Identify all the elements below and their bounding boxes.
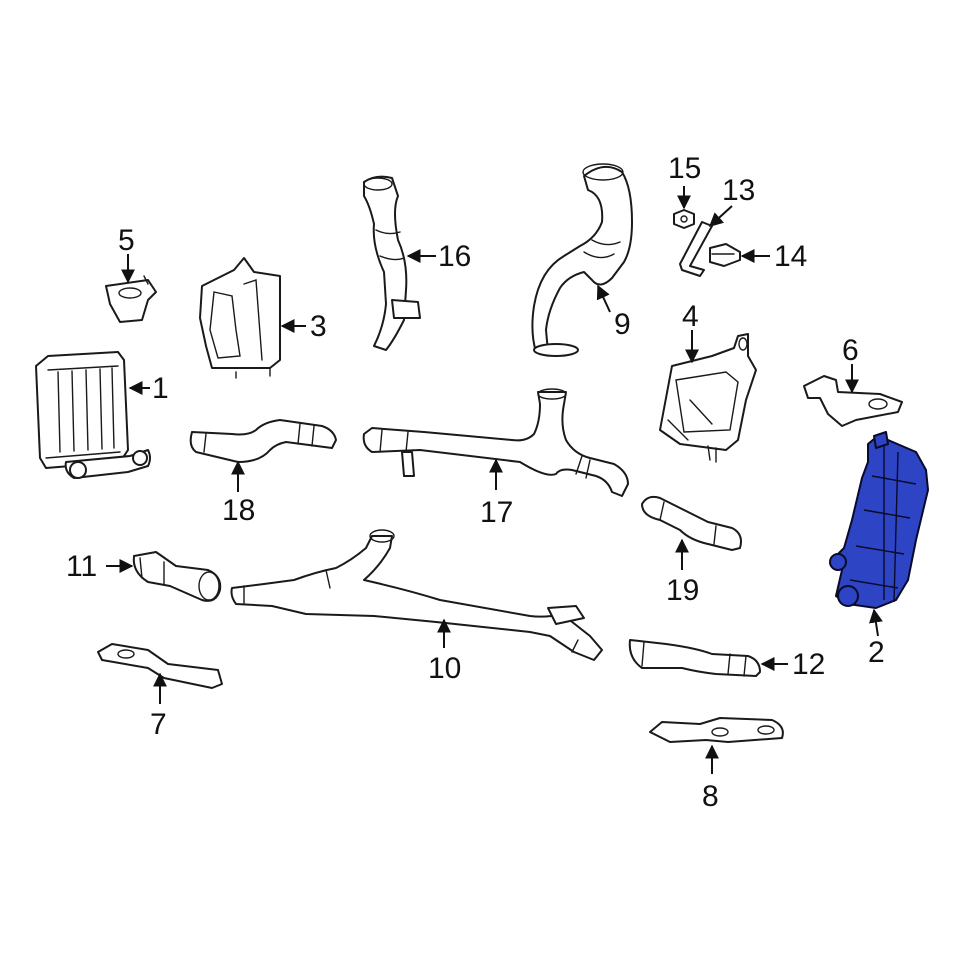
callout-label-16[interactable]: 16 bbox=[438, 240, 471, 273]
callout-labels: 1 2 3 4 5 6 7 8 9 10 11 12 13 14 15 16 1… bbox=[66, 152, 885, 813]
intercooler-part[interactable] bbox=[829, 431, 929, 609]
callout-label-4[interactable]: 4 bbox=[682, 300, 699, 333]
lower-bracket-left-part[interactable] bbox=[97, 643, 223, 689]
inlet-hose-part[interactable] bbox=[363, 175, 421, 351]
arrow-2 bbox=[868, 608, 883, 637]
resonator-housing-part[interactable] bbox=[659, 333, 757, 463]
intake-tube-part[interactable] bbox=[531, 163, 633, 357]
callout-label-9[interactable]: 9 bbox=[614, 308, 631, 341]
callout-label-10[interactable]: 10 bbox=[428, 652, 461, 685]
callout-label-18[interactable]: 18 bbox=[222, 494, 255, 527]
support-bracket-part[interactable] bbox=[803, 375, 903, 427]
callout-label-14[interactable]: 14 bbox=[774, 240, 807, 273]
callout-label-8[interactable]: 8 bbox=[702, 780, 719, 813]
coolant-pipe-upper-part[interactable] bbox=[362, 388, 629, 497]
callout-label-13[interactable]: 13 bbox=[722, 174, 755, 207]
callout-label-1[interactable]: 1 bbox=[152, 372, 169, 405]
arrow-9 bbox=[596, 284, 611, 313]
charge-air-cooler-part[interactable] bbox=[35, 351, 151, 479]
air-duct-housing-part[interactable] bbox=[199, 257, 281, 379]
callout-label-12[interactable]: 12 bbox=[792, 648, 825, 681]
hose-right-part[interactable] bbox=[641, 495, 742, 551]
callout-label-2[interactable]: 2 bbox=[868, 636, 885, 669]
callout-label-11[interactable]: 11 bbox=[66, 550, 97, 583]
short-hose-part[interactable] bbox=[132, 551, 222, 602]
callout-label-19[interactable]: 19 bbox=[666, 574, 699, 607]
retainer-clip-part[interactable] bbox=[679, 221, 713, 277]
callout-label-15[interactable]: 15 bbox=[668, 152, 701, 185]
callout-label-17[interactable]: 17 bbox=[480, 496, 513, 529]
callout-label-6[interactable]: 6 bbox=[842, 334, 859, 367]
mount-bracket-part[interactable] bbox=[105, 275, 157, 323]
nut-part[interactable] bbox=[673, 209, 695, 229]
arrow-13 bbox=[708, 205, 733, 227]
coolant-hose-part[interactable] bbox=[628, 639, 761, 677]
callout-label-3[interactable]: 3 bbox=[310, 310, 327, 343]
callout-label-7[interactable]: 7 bbox=[150, 708, 167, 741]
bolt-part[interactable] bbox=[709, 243, 741, 267]
callout-arrows bbox=[106, 186, 883, 774]
lower-bracket-right-part[interactable] bbox=[649, 717, 784, 743]
coolant-pipe-assembly-part[interactable] bbox=[230, 529, 603, 661]
hose-part[interactable] bbox=[189, 419, 337, 463]
callout-label-5[interactable]: 5 bbox=[118, 224, 135, 257]
